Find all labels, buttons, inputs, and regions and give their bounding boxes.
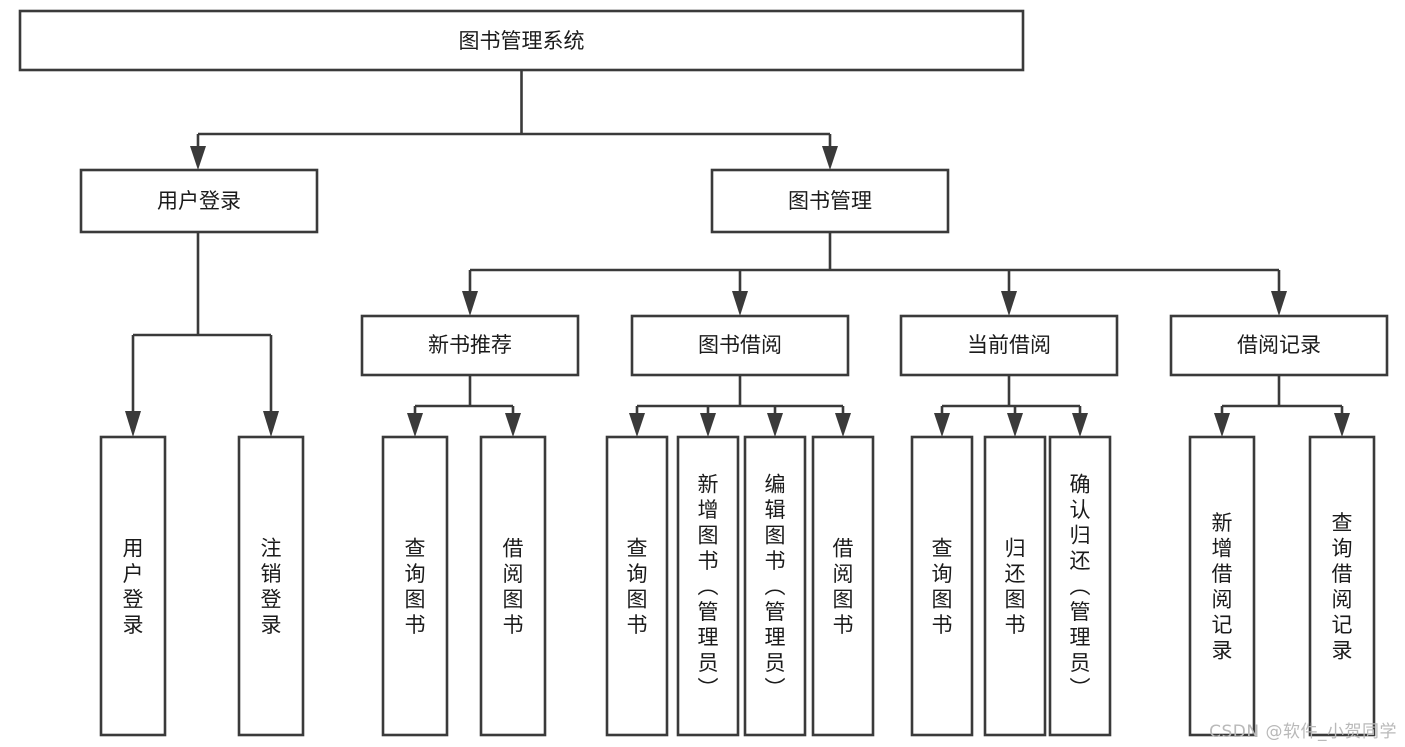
leaf-node-box[interactable] xyxy=(910,435,974,737)
leaf-node-label: 注销登录 xyxy=(261,536,282,637)
leaf-node-label: 查询图书 xyxy=(405,536,426,637)
node-book-borrow[interactable]: 图书借阅 xyxy=(630,314,850,377)
node-user-login-box[interactable] xyxy=(79,168,319,234)
leaf-node[interactable]: 确认归还︵管理员︶ xyxy=(1048,435,1112,737)
leaf-node-label: 查询图书 xyxy=(932,536,953,637)
node-root-label: 图书管理系统 xyxy=(459,29,585,53)
leaf-node-label: 用户登录 xyxy=(123,536,144,637)
leaf-node-box[interactable] xyxy=(1308,435,1376,737)
arrowhead-login-leaf1 xyxy=(125,411,141,437)
arrowhead-root-to-bookmgmt xyxy=(822,146,838,170)
leaf-node-label: 新增借阅记录 xyxy=(1212,511,1233,663)
leaf-node-label: 查询借阅记录 xyxy=(1332,511,1353,663)
leaf-node[interactable]: 用户登录 xyxy=(99,435,167,737)
node-user-login-label: 用户登录 xyxy=(157,189,241,213)
leaf-node-box[interactable] xyxy=(676,435,740,737)
leaf-node-box[interactable] xyxy=(381,435,449,737)
leaf-node-box[interactable] xyxy=(605,435,669,737)
arrowhead-borrow-l2 xyxy=(700,413,716,437)
arrowhead-record-l1 xyxy=(1214,413,1230,437)
node-borrow-record[interactable]: 借阅记录 xyxy=(1169,314,1389,377)
node-new-book-recommend-box[interactable] xyxy=(360,314,580,377)
node-new-book-recommend[interactable]: 新书推荐 xyxy=(360,314,580,377)
arrowhead-newbook-l2 xyxy=(505,413,521,437)
leaf-node[interactable]: 归还图书 xyxy=(983,435,1047,737)
leaf-node-label: 查询图书 xyxy=(627,536,648,637)
node-root[interactable]: 图书管理系统 xyxy=(18,9,1025,72)
node-current-borrow[interactable]: 当前借阅 xyxy=(899,314,1119,377)
arrowhead-bookmgmt-c2 xyxy=(732,291,748,316)
arrowhead-root-to-login xyxy=(190,146,206,170)
node-borrow-record-box[interactable] xyxy=(1169,314,1389,377)
leaf-node-label: 归还图书 xyxy=(1005,536,1026,637)
leaf-node[interactable]: 编辑图书︵管理员︶ xyxy=(743,435,807,737)
leaf-node-layer: 用户登录 注销登录 查询图书 借阅图书 查询图书 新增图书︵管理员︶ 编辑图书︵管理员︶ 借阅… xyxy=(99,435,1376,737)
arrowhead-borrow-l4 xyxy=(835,413,851,437)
leaf-node-box[interactable] xyxy=(1188,435,1256,737)
leaf-node-box[interactable] xyxy=(237,435,305,737)
arrowhead-borrow-l3 xyxy=(767,413,783,437)
node-user-login[interactable]: 用户登录 xyxy=(79,168,319,234)
leaf-node-box[interactable] xyxy=(479,435,547,737)
leaf-node[interactable]: 查询借阅记录 xyxy=(1308,435,1376,737)
node-book-borrow-label: 图书借阅 xyxy=(698,333,782,357)
leaf-node-label: 借阅图书 xyxy=(503,536,524,637)
arrowhead-borrow-l1 xyxy=(629,413,645,437)
node-book-management[interactable]: 图书管理 xyxy=(710,168,950,234)
leaf-node-box[interactable] xyxy=(1048,435,1112,737)
node-book-borrow-box[interactable] xyxy=(630,314,850,377)
leaf-node-label: 确认归还︵管理员︶ xyxy=(1070,473,1091,701)
leaf-node-label: 新增图书︵管理员︶ xyxy=(698,473,719,701)
leaf-node[interactable]: 借阅图书 xyxy=(479,435,547,737)
leaf-node[interactable]: 查询图书 xyxy=(910,435,974,737)
connector-layer xyxy=(125,70,1350,437)
arrowhead-bookmgmt-c3 xyxy=(1001,291,1017,316)
arrowhead-newbook-l1 xyxy=(407,413,423,437)
node-current-borrow-label: 当前借阅 xyxy=(967,333,1051,357)
leaf-node-box[interactable] xyxy=(983,435,1047,737)
arrowhead-bookmgmt-c1 xyxy=(462,291,478,316)
arrowhead-login-leaf2 xyxy=(263,411,279,437)
node-root-box[interactable] xyxy=(18,9,1025,72)
leaf-node-box[interactable] xyxy=(743,435,807,737)
node-current-borrow-box[interactable] xyxy=(899,314,1119,377)
node-borrow-record-label: 借阅记录 xyxy=(1237,333,1321,357)
node-book-management-box[interactable] xyxy=(710,168,950,234)
leaf-node-label: 借阅图书 xyxy=(833,536,854,637)
leaf-node[interactable]: 新增借阅记录 xyxy=(1188,435,1256,737)
arrowhead-current-l2 xyxy=(1007,413,1023,437)
arrowhead-current-l3 xyxy=(1072,413,1088,437)
leaf-node-box[interactable] xyxy=(811,435,875,737)
leaf-node-box[interactable] xyxy=(99,435,167,737)
arrowhead-record-l2 xyxy=(1334,413,1350,437)
leaf-node[interactable]: 注销登录 xyxy=(237,435,305,737)
arrowhead-bookmgmt-c4 xyxy=(1271,291,1287,316)
node-book-management-label: 图书管理 xyxy=(788,189,872,213)
arrowhead-current-l1 xyxy=(934,413,950,437)
leaf-node[interactable]: 查询图书 xyxy=(605,435,669,737)
leaf-node[interactable]: 查询图书 xyxy=(381,435,449,737)
leaf-node-label: 编辑图书︵管理员︶ xyxy=(765,473,786,701)
node-new-book-recommend-label: 新书推荐 xyxy=(428,333,512,357)
leaf-node[interactable]: 新增图书︵管理员︶ xyxy=(676,435,740,737)
leaf-node[interactable]: 借阅图书 xyxy=(811,435,875,737)
